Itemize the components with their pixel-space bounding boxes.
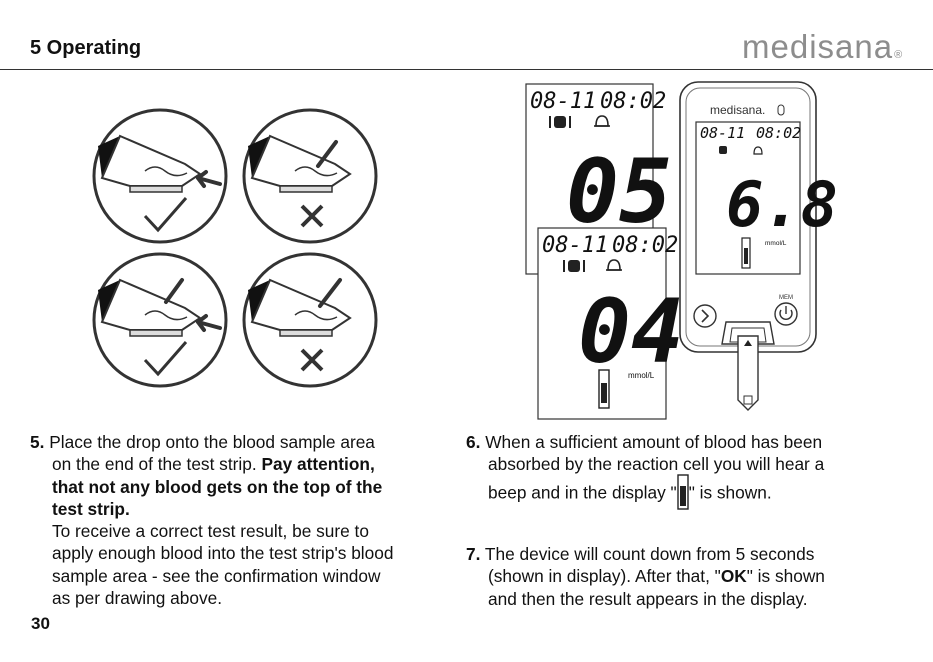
- step-6-line-3a: beep and in the display ": [488, 482, 677, 503]
- bell-icon: [606, 259, 622, 271]
- display-countdown-bottom: 08-11 08:02 04 mmol/L: [537, 227, 684, 420]
- cross-icon: [300, 348, 324, 372]
- test-strip-icon: [741, 237, 751, 269]
- step-5-warning-1: Pay attention,: [261, 454, 375, 475]
- step-6-line-2: absorbed by the reaction cell you will h…: [488, 454, 825, 475]
- step-7: 7. The device will count down from 5 sec…: [466, 543, 926, 610]
- step-7-line-3: and then the result appears in the displ…: [488, 588, 808, 609]
- power-button[interactable]: [774, 302, 798, 326]
- strip-port: [721, 321, 775, 345]
- meter-brand: medisana.: [710, 103, 765, 117]
- display-top-date: 08-11: [530, 89, 596, 114]
- step-5-warning-2: that not any blood gets on the top of th…: [52, 476, 383, 497]
- cross-icon: [300, 204, 324, 228]
- meal-icon: [563, 260, 585, 272]
- step-5-number: 5.: [30, 432, 45, 452]
- drop-circle-2: [242, 108, 378, 244]
- meter-time: 08:02: [756, 124, 801, 142]
- drop-circle-1: [92, 108, 228, 244]
- display-bottom-unit: mmol/L: [628, 371, 655, 380]
- header-rule: [0, 69, 933, 70]
- step-6: 6. When a sufficient amount of blood has…: [466, 431, 926, 512]
- inserted-test-strip: [737, 335, 759, 411]
- step-7-line-2c: " is shown: [746, 566, 825, 587]
- step-7-number: 7.: [466, 544, 481, 564]
- step-6-number: 6.: [466, 432, 481, 452]
- display-top-time: 08:02: [600, 89, 666, 114]
- drop-circle-3: [92, 252, 228, 388]
- next-button[interactable]: [693, 304, 717, 328]
- meter-date: 08-11: [700, 124, 745, 142]
- display-bottom-time: 08:02: [612, 233, 678, 258]
- step-7-line-2a: (shown in display). After that, ": [488, 566, 721, 587]
- step-5-line-2: on the end of the test strip.: [52, 454, 262, 475]
- step-6-line-1: When a sufficient amount of blood has be…: [485, 432, 823, 452]
- test-strip-icon: [676, 473, 689, 510]
- step-7-ok-label: OK: [720, 566, 747, 587]
- meter-mem-label: MEM: [779, 295, 793, 301]
- display-illustration: 08-11 08:02 05 08-11 08:02 04: [525, 81, 838, 420]
- test-strip-icon: [598, 369, 610, 409]
- bell-icon: [753, 146, 763, 155]
- drop-circle-4: [242, 252, 378, 388]
- step-5-line-1: Place the drop onto the blood sample are…: [49, 432, 375, 452]
- bluetooth-icon: [777, 104, 785, 116]
- step-5-line-6: apply enough blood into the test strip's…: [52, 543, 394, 564]
- step-5: 5. Place the drop onto the blood sample …: [30, 431, 470, 609]
- brand-registered-mark: ®: [894, 49, 904, 61]
- page-number: 30: [31, 614, 50, 633]
- meal-icon: [549, 116, 571, 128]
- bell-icon: [594, 115, 610, 127]
- display-top-value: 05: [566, 140, 672, 243]
- display-bottom-date: 08-11: [542, 233, 608, 258]
- brand-logo: medisana®: [742, 28, 903, 66]
- check-icon: [143, 197, 188, 233]
- step-7-line-1: The device will count down from 5 second…: [484, 544, 815, 564]
- meter-value: 6.8: [726, 168, 838, 241]
- step-5-line-7: sample area - see the confirmation windo…: [52, 565, 381, 586]
- meal-icon: [719, 146, 727, 154]
- brand-logo-text: medisana: [742, 28, 894, 65]
- step-6-line-3b: " is shown.: [688, 482, 772, 503]
- step-5-line-5: To receive a correct test result, be sur…: [52, 521, 369, 542]
- display-bottom-value: 04: [578, 280, 684, 383]
- strip-application-illustration: [92, 108, 378, 388]
- section-title: 5 Operating: [30, 37, 142, 59]
- glucose-meter: medisana. 08-11 08:02 6.8 mmol/L MEM: [679, 81, 838, 411]
- step-5-line-8: as per drawing above.: [52, 588, 223, 609]
- meter-unit: mmol/L: [765, 240, 787, 247]
- check-icon: [143, 341, 188, 377]
- step-5-warning-3: test strip.: [52, 498, 130, 519]
